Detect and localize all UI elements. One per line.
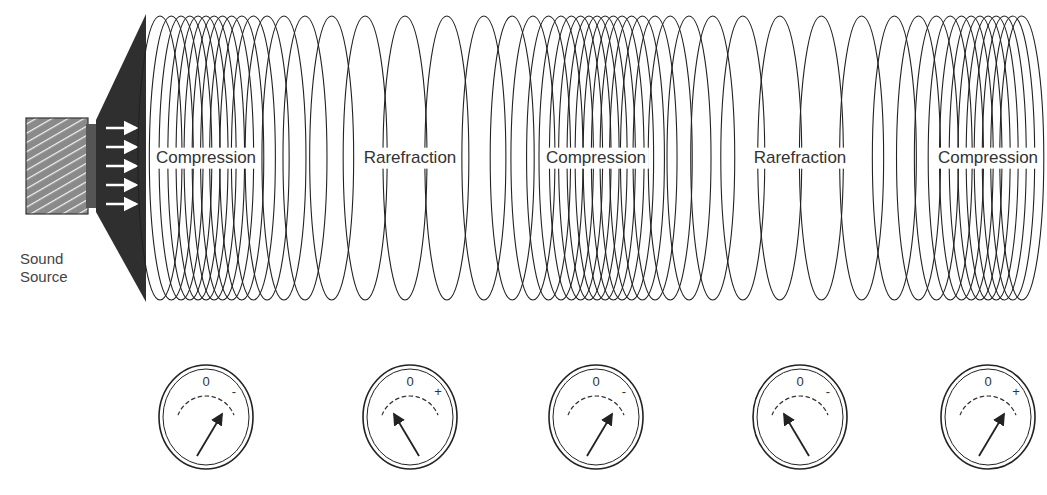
coil-winding — [462, 16, 506, 300]
gauge-inner-rim — [945, 369, 1031, 465]
coil-winding — [283, 16, 327, 300]
coil-winding — [648, 16, 692, 300]
zero-mark: 0 — [406, 375, 413, 388]
sign-mark: + — [434, 385, 442, 398]
sign-mark: - — [622, 385, 626, 398]
gauge-inner-rim — [367, 369, 453, 465]
coil-winding — [667, 16, 711, 300]
gauge-inner-rim — [553, 369, 639, 465]
pressure-gauge: 0- — [546, 362, 646, 472]
zero-mark: 0 — [984, 375, 991, 388]
coil-spring — [138, 16, 1044, 300]
coil-winding — [691, 16, 735, 300]
gauge-rim — [159, 365, 253, 469]
gauge-scale — [382, 396, 438, 415]
gauge-scale — [772, 396, 828, 415]
gauge-scale — [568, 396, 624, 415]
gauge-scale — [178, 396, 234, 415]
wave-label: Compression — [935, 148, 1041, 169]
gauge-rim — [549, 365, 643, 469]
wave-label: Compression — [543, 148, 649, 169]
wave-label: Compression — [153, 148, 259, 169]
gauge-needle — [394, 414, 419, 456]
push-arrows — [106, 128, 136, 204]
pressure-gauge: 0+ — [938, 362, 1038, 472]
speaker-body — [26, 118, 88, 214]
zero-mark: 0 — [796, 375, 803, 388]
gauge-inner-rim — [757, 369, 843, 465]
gauge-needle — [979, 414, 1004, 456]
wave-label: Rarefraction — [751, 148, 850, 169]
coil-winding — [897, 16, 941, 300]
coil-winding — [490, 16, 534, 300]
zero-mark: 0 — [202, 375, 209, 388]
gauge-needle — [784, 414, 809, 456]
gauge-scale — [960, 396, 1016, 415]
pressure-gauge: 0- — [750, 362, 850, 472]
sign-mark: - — [232, 385, 236, 398]
sign-mark: + — [1012, 385, 1020, 398]
wave-label: Rarefraction — [361, 148, 460, 169]
coil-winding — [310, 16, 354, 300]
gauge-needle — [587, 414, 612, 456]
gauge-rim — [753, 365, 847, 469]
gauge-rim — [363, 365, 457, 469]
coil-winding — [872, 16, 916, 300]
gauge-needle — [197, 414, 222, 456]
zero-mark: 0 — [592, 375, 599, 388]
gauge-inner-rim — [163, 369, 249, 465]
pressure-gauge: 0- — [156, 362, 256, 472]
pressure-gauge: 0+ — [360, 362, 460, 472]
sign-mark: - — [826, 385, 830, 398]
gauge-rim — [941, 365, 1035, 469]
source-label: Sound Source — [20, 250, 82, 286]
coil-winding — [262, 16, 306, 300]
